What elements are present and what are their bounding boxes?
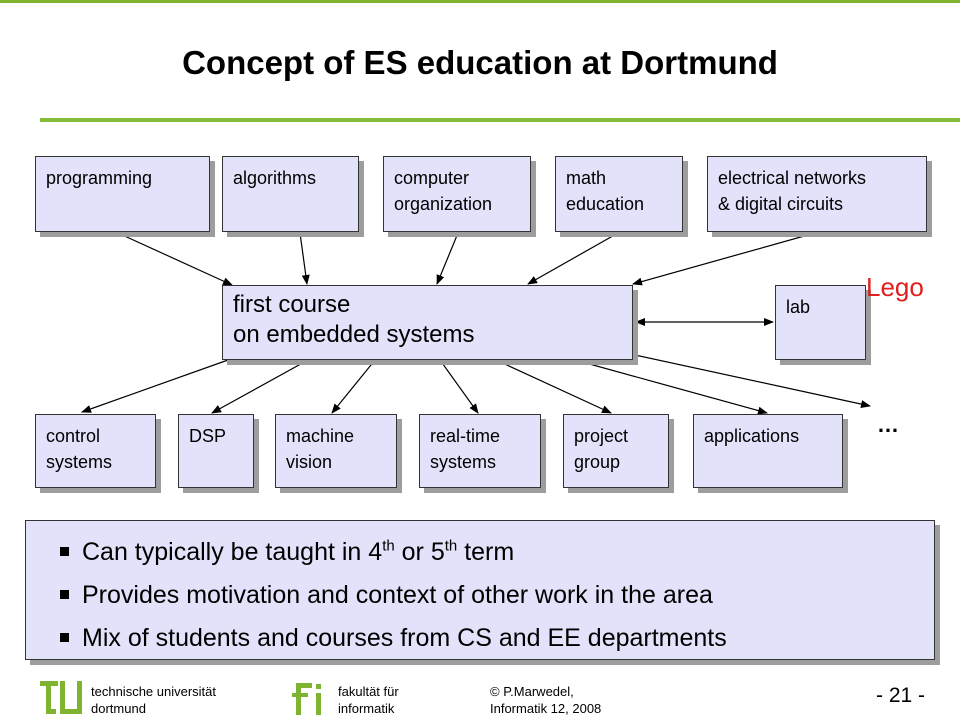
box-first-course: first course on embedded systems <box>222 285 633 360</box>
arrow-programming <box>117 232 233 286</box>
footer-author: © P.Marwedel, Informatik 12, 2008 <box>490 683 601 717</box>
box-algorithms: algorithms <box>222 156 359 232</box>
box-text: education <box>566 194 645 214</box>
box-text: applications <box>704 426 800 446</box>
footer-university: technische universität dortmund <box>91 683 216 717</box>
box-text: programming <box>46 168 153 188</box>
arrow-real-time <box>439 359 479 414</box>
box-text: math <box>566 168 607 188</box>
arrow-dsp <box>211 359 309 414</box>
bullet-marker <box>60 633 69 642</box>
tu-logo-icon <box>40 681 82 714</box>
bullet-text: term <box>457 538 515 566</box>
arrow-control-systems <box>81 359 229 413</box>
box-text: project <box>574 426 629 446</box>
box-text: DSP <box>189 426 227 446</box>
footer-university-line1: technische universität <box>91 684 217 699</box>
box-lab: lab <box>775 285 866 360</box>
bullet-item: Can typically be taught in 4th or 5th te… <box>60 531 934 574</box>
more-ellipsis: … <box>877 412 900 437</box>
box-text: control <box>46 426 101 446</box>
bullet-superscript: th <box>444 537 458 555</box>
box-real-time-systems: real-time systems <box>419 414 541 488</box>
page-number: - 21 - <box>876 684 926 707</box>
box-text: electrical networks <box>718 168 867 188</box>
box-dsp: DSP <box>178 414 254 488</box>
arrow-machine-vision <box>331 359 376 414</box>
bullet-marker <box>60 590 69 599</box>
box-computer-organization: computer organization <box>383 156 531 232</box>
slide-title: Concept of ES education at Dortmund <box>182 44 778 81</box>
arrow-applications <box>574 359 768 415</box>
box-text: algorithms <box>233 168 317 188</box>
footer-author-line2: Informatik 12, 2008 <box>490 701 602 716</box>
arrow-project-group <box>495 359 612 414</box>
bullet-superscript: th <box>382 537 395 555</box>
arrow-more <box>625 352 871 408</box>
box-text: systems <box>46 452 113 472</box>
lego-label: Lego <box>866 272 924 302</box>
bullet-item: Provides motivation and context of other… <box>60 574 934 617</box>
first-course-line2: on embedded systems <box>233 321 475 348</box>
box-applications: applications <box>693 414 843 488</box>
footer-author-line1: © P.Marwedel, <box>490 684 574 699</box>
footer-faculty-line2: informatik <box>338 701 395 716</box>
box-text: group <box>574 452 621 472</box>
fi-logo-icon <box>292 683 321 715</box>
footer-faculty: fakultät für informatik <box>338 683 399 717</box>
footer-faculty-line1: fakultät für <box>338 684 399 699</box>
bullet-text: or 5 <box>394 538 445 566</box>
box-math-education: math education <box>555 156 683 232</box>
arrow-algorithms <box>299 232 310 285</box>
top-accent-line <box>0 0 960 3</box>
box-text: & digital circuits <box>718 194 844 214</box>
box-text: organization <box>394 194 493 214</box>
bullet-text: Can typically be taught in 4 <box>82 538 383 566</box>
arrow-math-education <box>527 232 619 285</box>
bullet-marker <box>60 547 69 556</box>
box-control-systems: control systems <box>35 414 156 488</box>
box-machine-vision: machine vision <box>275 414 397 488</box>
box-electrical-networks: electrical networks & digital circuits <box>707 156 927 232</box>
box-text: computer <box>394 168 470 188</box>
box-project-group: project group <box>563 414 669 488</box>
box-programming: programming <box>35 156 210 232</box>
bullet-item: Mix of students and courses from CS and … <box>60 617 934 660</box>
title-separator <box>40 118 960 122</box>
box-text: real-time <box>430 426 501 446</box>
lab-label: lab <box>786 297 811 317</box>
arrow-computer-organization <box>436 232 459 285</box>
bullet-text: Mix of students and courses from CS and … <box>82 624 727 652</box>
bullet-box: Can typically be taught in 4th or 5th te… <box>25 520 935 660</box>
box-text: vision <box>286 452 333 472</box>
bullet-text: Provides motivation and context of other… <box>82 581 713 609</box>
box-text: machine <box>286 426 355 446</box>
arrow-electrical-networks <box>632 232 816 286</box>
first-course-line1: first course <box>233 291 351 318</box>
footer-university-line2: dortmund <box>91 701 146 716</box>
box-text: systems <box>430 452 497 472</box>
